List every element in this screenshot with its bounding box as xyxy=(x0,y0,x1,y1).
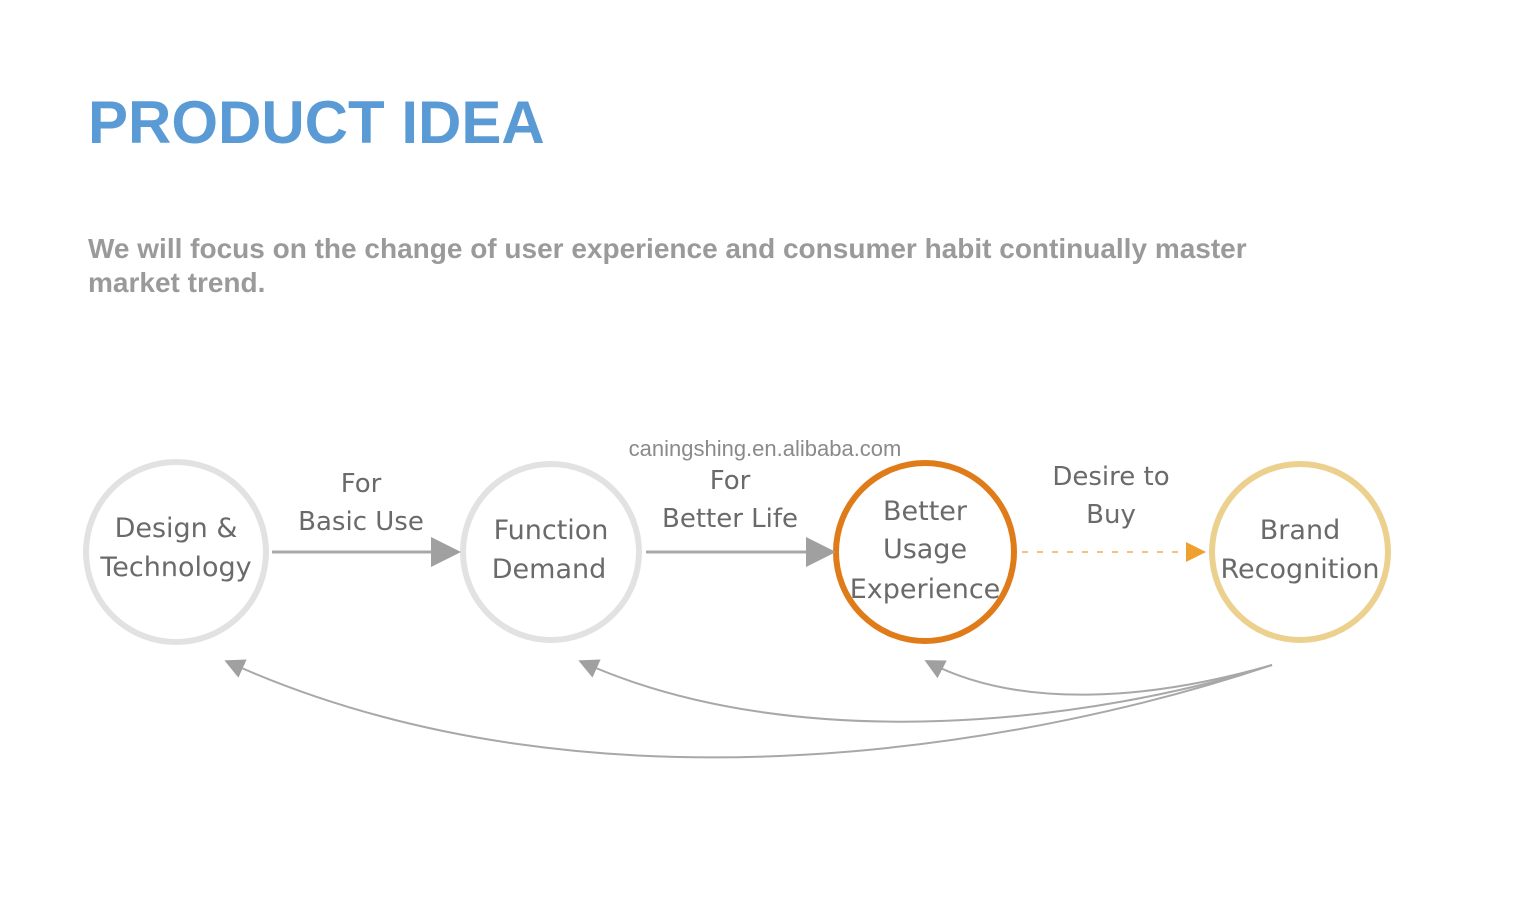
node-label-line: Design & xyxy=(115,513,238,544)
node-label-line: Brand xyxy=(1260,515,1340,546)
page-title: PRODUCT IDEA xyxy=(88,89,545,156)
feedback-arrow-to-function xyxy=(578,659,1273,723)
node-label-line: Recognition xyxy=(1221,554,1380,585)
page-subtitle: We will focus on the change of user expe… xyxy=(88,233,1247,298)
edge-label-line: For xyxy=(710,466,751,496)
feedback-arrow-to-design xyxy=(224,659,1273,759)
node-label-line: Better xyxy=(883,496,968,527)
edge-label-line: For xyxy=(341,469,382,499)
edge-label-line: Desire to xyxy=(1052,462,1169,492)
node-label-line: Usage xyxy=(883,534,967,565)
edge-label-line: Buy xyxy=(1086,500,1136,530)
node-design-technology: Design & Technology xyxy=(83,459,269,645)
node-label-line: Experience xyxy=(850,574,1001,605)
edge-label-line: Basic Use xyxy=(298,507,424,537)
node-label-line: Function xyxy=(494,515,609,546)
feedback-arrow-to-usage xyxy=(924,660,1273,696)
node-brand-recognition: Brand Recognition xyxy=(1209,461,1391,643)
watermark: caningshing.en.alibaba.com xyxy=(629,436,902,461)
edge-label-line: Better Life xyxy=(662,504,798,534)
node-label-line: Technology xyxy=(99,552,251,583)
node-label-line: Demand xyxy=(492,554,607,585)
node-better-usage-experience: Better Usage Experience xyxy=(833,460,1017,644)
node-function-demand: Function Demand xyxy=(460,461,642,643)
